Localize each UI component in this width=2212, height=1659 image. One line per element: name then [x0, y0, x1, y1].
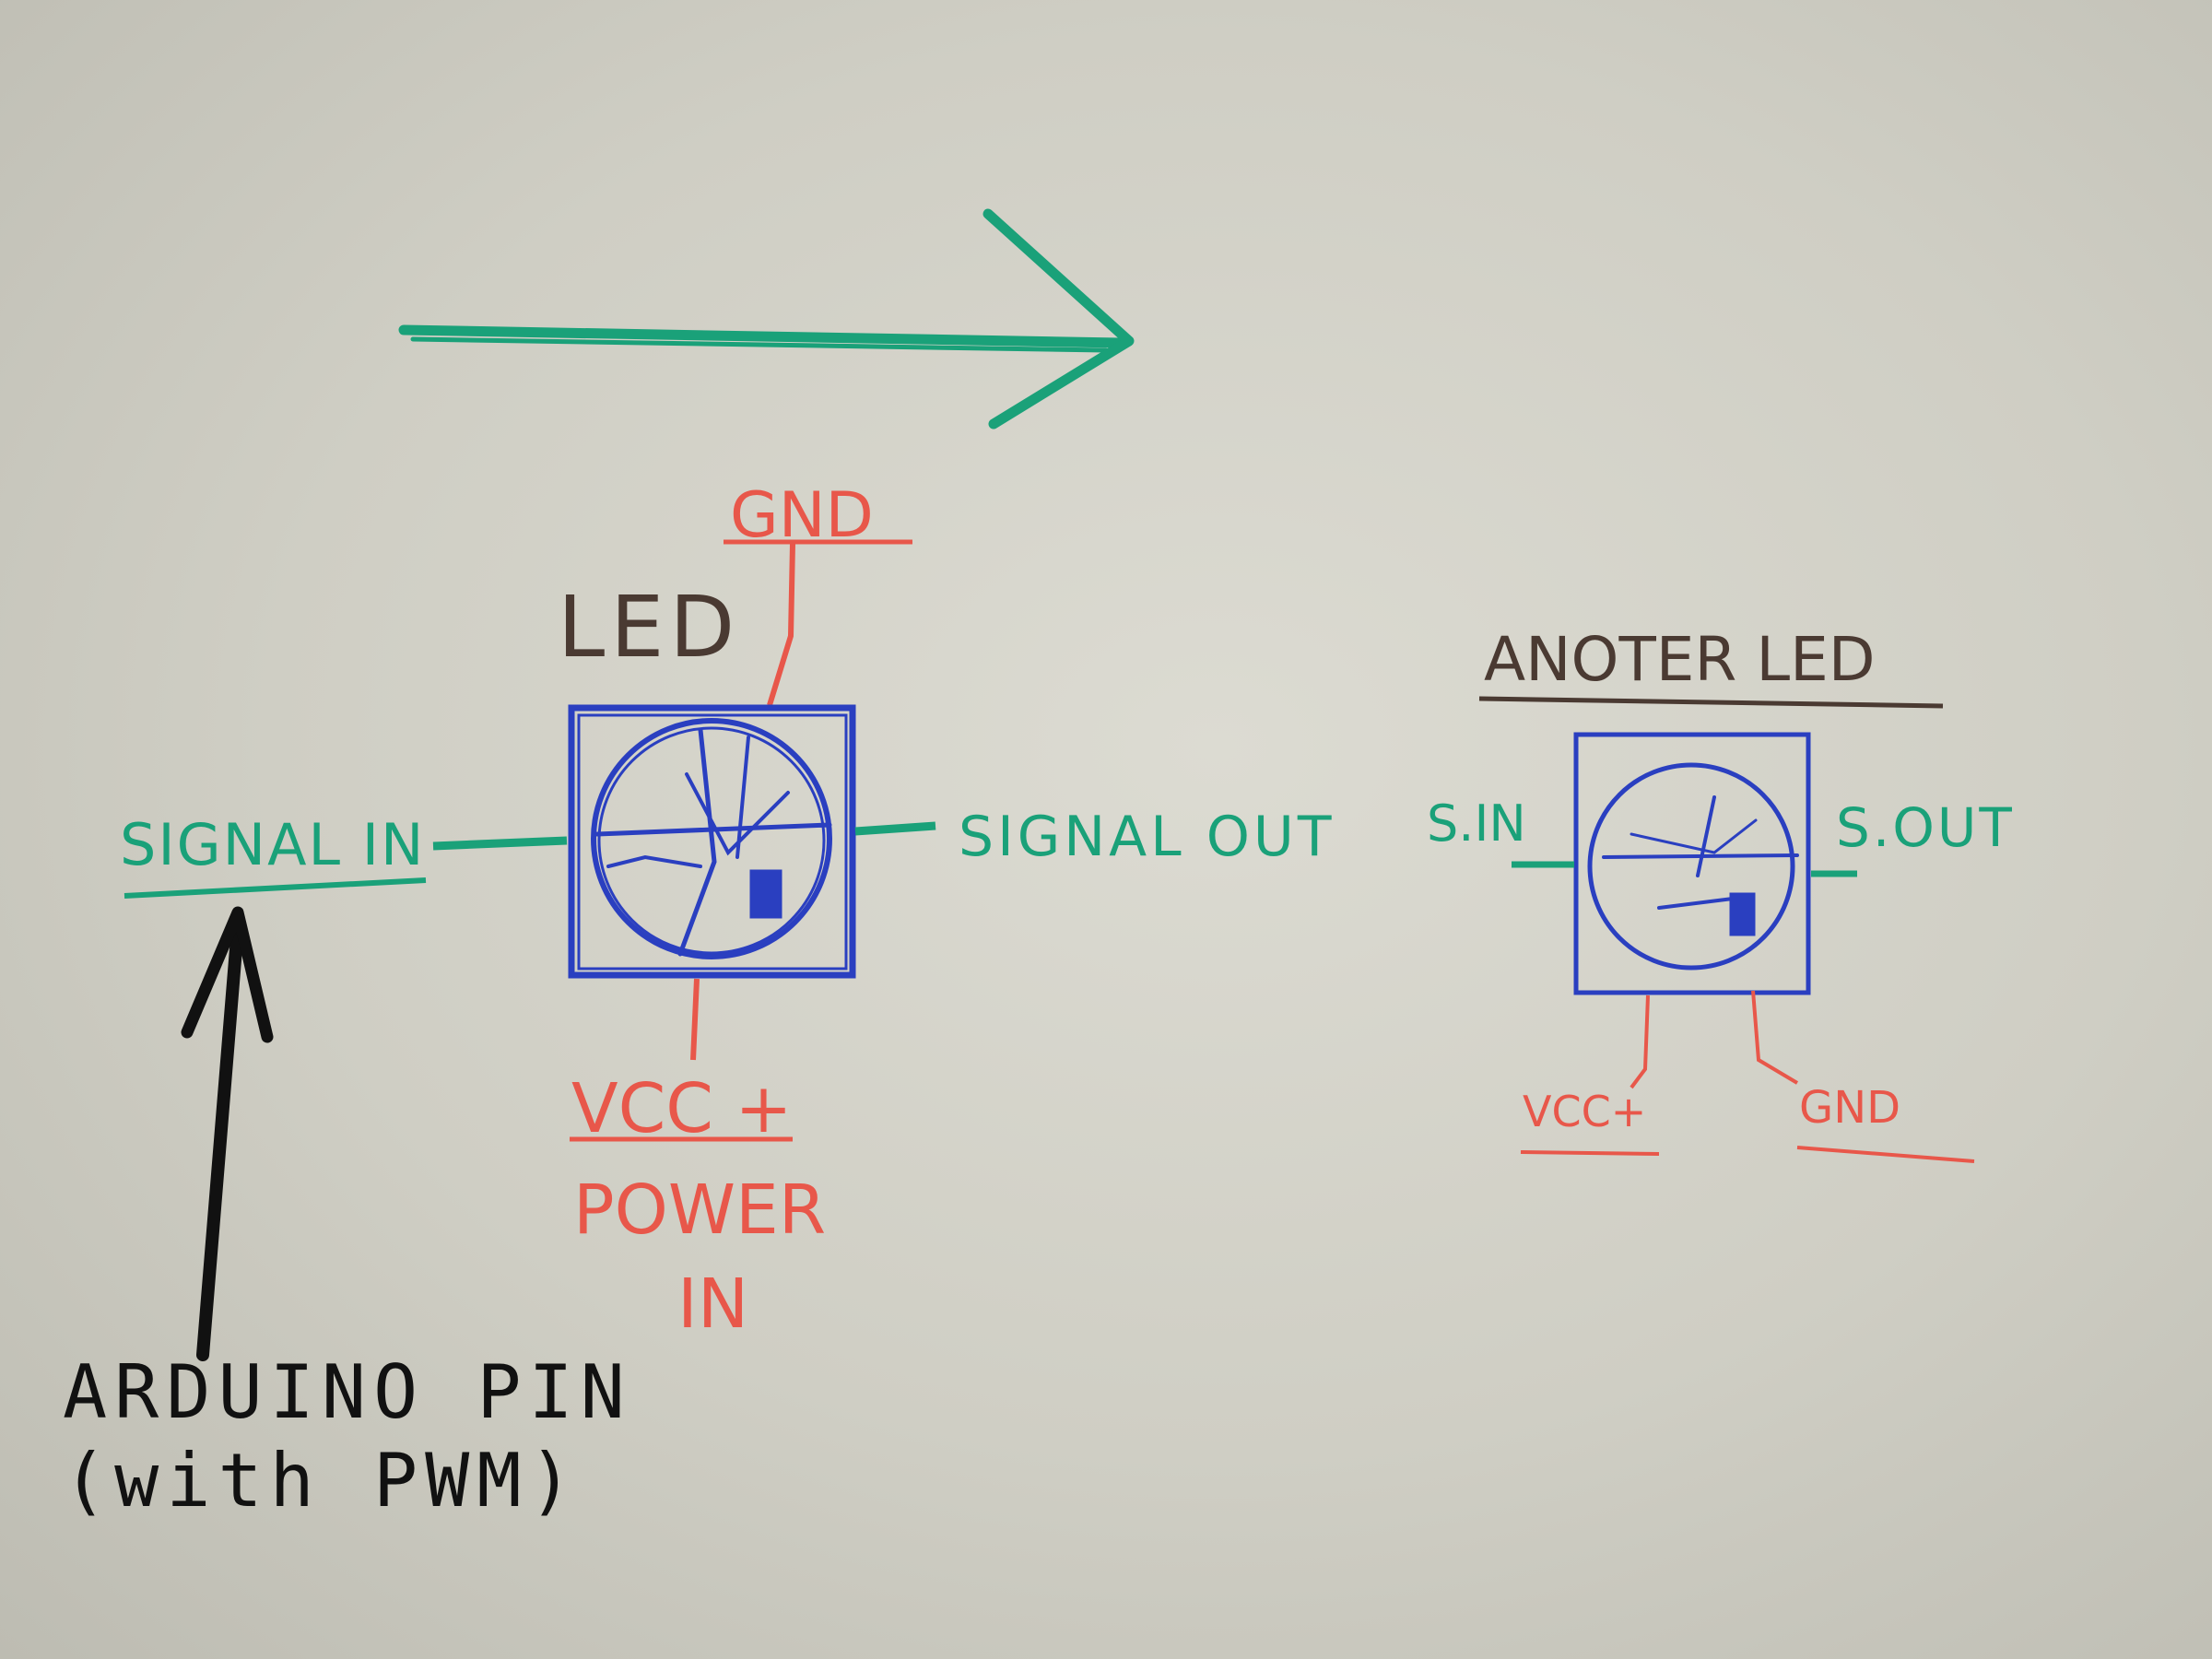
arduino-label-line1: ARDUINO PIN: [63, 1349, 632, 1435]
led1-title: LED: [558, 578, 740, 677]
led1-gnd-wire: [767, 543, 795, 706]
led1-signal-out-label: SIGNAL OUT: [959, 805, 1335, 869]
led2-signal-out-label: S.OUT: [1836, 796, 2015, 859]
led2-gnd-label: GND: [1799, 1082, 1900, 1134]
led2-chip: [1573, 732, 1811, 995]
led1-power-label: POWER: [573, 1171, 826, 1250]
led1-in-label: IN: [677, 1265, 748, 1344]
led2-signal-in-label: S.IN: [1427, 794, 1526, 853]
led2-title: ANOTER LED: [1484, 624, 1876, 695]
right-arrow-icon: [398, 208, 1135, 429]
led1-signal-in-label: SIGNAL IN: [120, 811, 425, 878]
led2-vcc-underline: [1520, 1150, 1660, 1156]
up-arrow-icon: [181, 906, 274, 1361]
led1-signal-in-wire: [432, 836, 568, 851]
led2-gnd-wire: [1751, 990, 1799, 1085]
led1-chip: [568, 704, 856, 979]
led2-gnd-underline: [1796, 1146, 1975, 1163]
led2-title-underline: [1478, 696, 1944, 709]
led1-vcc-wire: [690, 978, 700, 1061]
led1-vcc-label: VCC +: [571, 1069, 793, 1148]
led1-signal-out-wire: [854, 821, 936, 836]
led1-signal-in-underline: [124, 877, 427, 899]
arduino-label-line2: (with PWM): [63, 1438, 581, 1524]
led2-vcc-label: VCC+: [1523, 1087, 1646, 1136]
led2-vcc-wire: [1630, 994, 1650, 1089]
